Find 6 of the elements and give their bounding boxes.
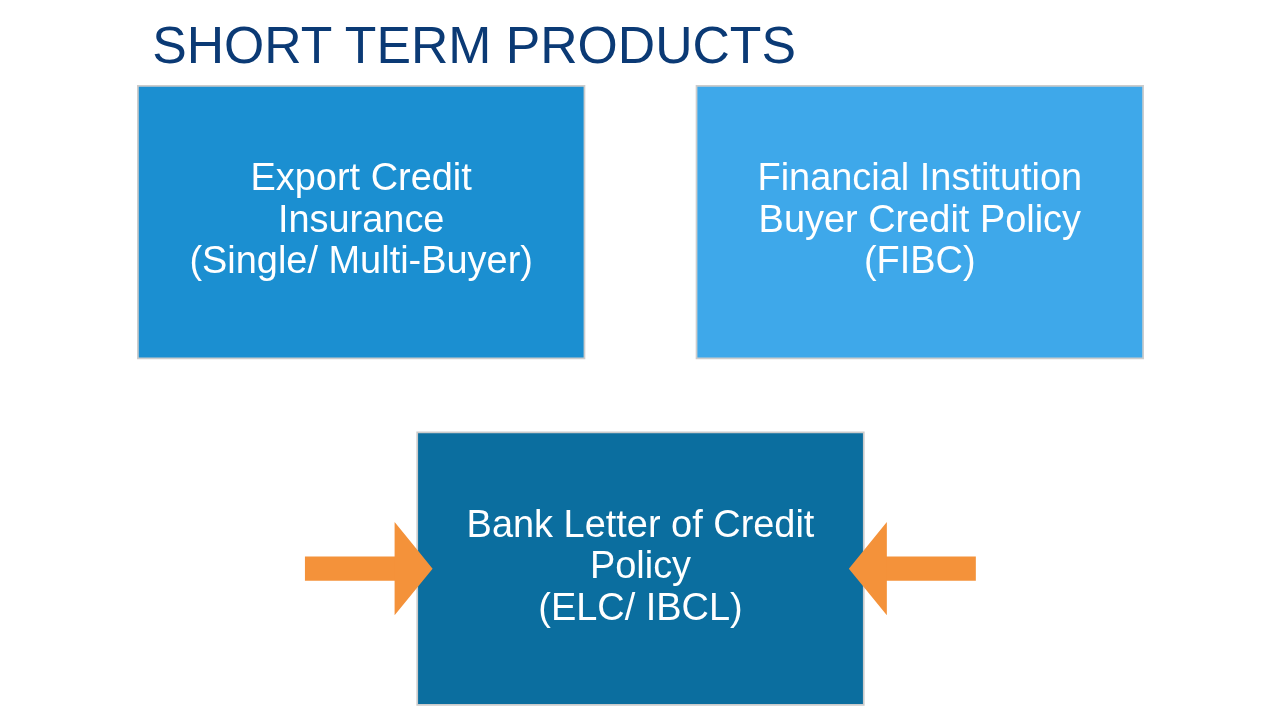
node-box: Financial Institution Buyer Credit Policy (FIBC) <box>695 85 1144 360</box>
node-box: Bank Letter of Credit Policy (ELC/ IBCL) <box>415 431 865 706</box>
node-box: Export Credit Insurance (Single/ Multi-Buyer) <box>136 85 585 360</box>
arrow <box>304 522 433 616</box>
arrow <box>848 522 976 616</box>
diagram-title: SHORT TERM PRODUCTS <box>151 16 796 75</box>
